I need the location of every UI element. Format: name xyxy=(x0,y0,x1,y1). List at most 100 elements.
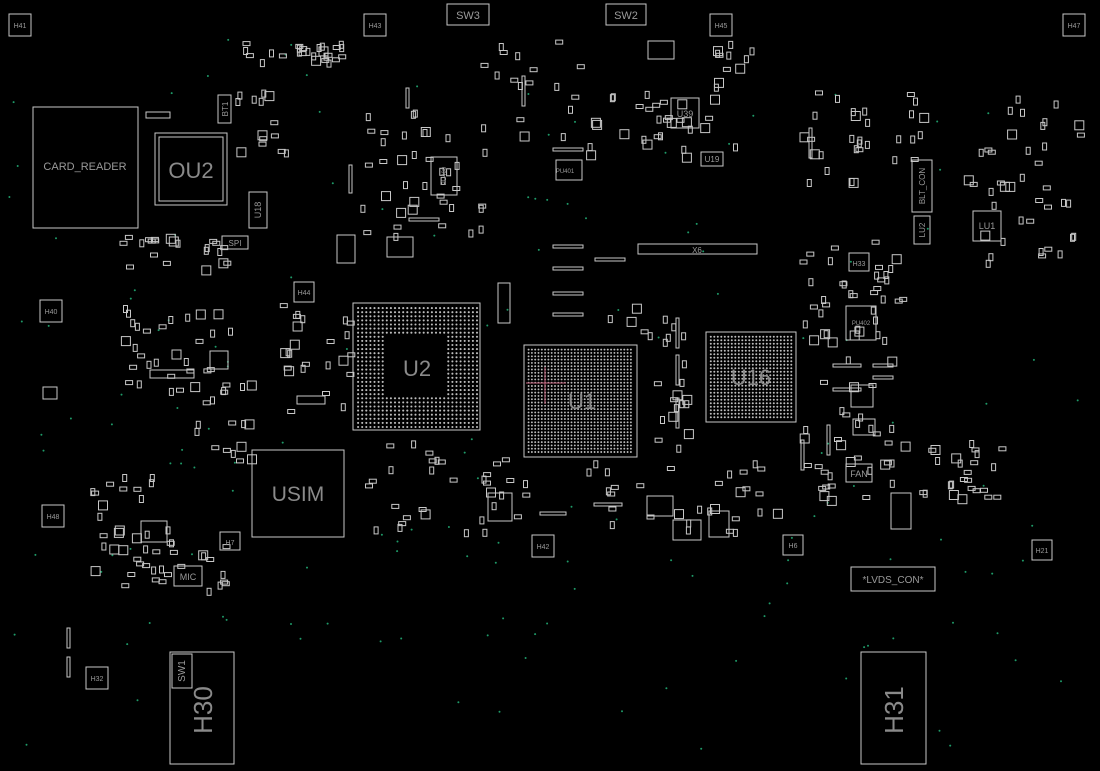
bga-ball xyxy=(741,339,744,342)
bga-ball xyxy=(550,358,553,361)
bga-ball xyxy=(369,389,372,392)
smd-pad xyxy=(137,353,146,359)
bga-ball xyxy=(361,397,364,400)
bga-ball xyxy=(758,374,761,377)
bga-ball xyxy=(557,451,560,453)
bga-ball xyxy=(570,371,573,374)
bga-ball xyxy=(410,331,413,334)
bga-ball xyxy=(447,409,450,412)
smd-pad xyxy=(676,117,685,123)
bga-ball xyxy=(447,343,450,347)
card-reader-outline xyxy=(32,106,139,229)
bga-ball xyxy=(385,319,388,322)
bga-ball xyxy=(603,394,606,397)
bga-ball xyxy=(748,353,751,356)
via xyxy=(176,407,179,409)
bga-ball xyxy=(544,411,547,414)
bga-ball xyxy=(603,404,606,407)
bga-ball xyxy=(790,395,793,398)
bga-ball xyxy=(613,431,616,434)
bga-ball xyxy=(381,331,384,334)
bga-ball xyxy=(361,319,364,322)
bga-ball xyxy=(626,444,629,447)
smd-pad xyxy=(176,387,184,393)
bga-ball xyxy=(723,402,726,405)
bga-ball xyxy=(439,319,442,322)
smd-pad xyxy=(228,327,233,336)
smd-pad xyxy=(324,52,333,58)
smd-pad xyxy=(365,483,373,489)
bga-ball xyxy=(593,421,596,424)
label-h48: H48 xyxy=(47,514,60,521)
bga-ball xyxy=(365,335,368,338)
bga-ball xyxy=(600,358,603,361)
bga-ball xyxy=(369,425,372,429)
bga-ball xyxy=(616,391,619,394)
bga-ball xyxy=(734,346,737,349)
bga-ball xyxy=(459,389,462,392)
bga-ball xyxy=(587,371,589,374)
via xyxy=(100,570,103,573)
bga-ball xyxy=(623,351,626,354)
bga-ball xyxy=(530,401,533,404)
via xyxy=(497,541,500,544)
bga-ball xyxy=(475,389,479,392)
bga-ball xyxy=(590,408,593,411)
bga-ball xyxy=(596,441,599,444)
label-pu400: PU400 xyxy=(442,166,448,185)
via xyxy=(585,217,587,220)
bga-ball xyxy=(580,358,583,361)
smd-pad xyxy=(162,260,171,266)
bga-ball xyxy=(547,418,550,420)
bga-ball xyxy=(779,377,782,380)
bga-ball xyxy=(587,444,589,447)
bga-ball xyxy=(769,342,772,345)
bga-ball xyxy=(600,441,603,444)
bga-ball xyxy=(544,348,547,351)
bga-ball xyxy=(606,408,609,411)
bga-ball xyxy=(765,339,768,342)
bga-ball xyxy=(587,358,589,361)
smd-pad xyxy=(134,322,140,331)
bga-ball xyxy=(385,323,388,326)
bga-ball xyxy=(580,388,583,391)
smd-pad xyxy=(440,176,446,185)
bga-ball xyxy=(748,409,751,412)
bga-ball xyxy=(577,381,580,384)
bga-ball xyxy=(530,365,533,368)
bga-ball xyxy=(580,424,583,427)
smd-pad xyxy=(899,296,908,302)
bga-ball xyxy=(406,307,409,310)
smd-pad xyxy=(379,159,388,164)
bga-ball xyxy=(463,319,466,322)
bga-ball xyxy=(393,331,397,334)
bga-ball xyxy=(600,375,603,378)
bga-ball xyxy=(381,319,384,322)
smd-pad xyxy=(151,566,157,575)
bga-ball xyxy=(737,391,740,394)
bga-ball xyxy=(471,401,474,404)
bga-ball xyxy=(772,377,775,380)
bga-ball xyxy=(709,370,712,373)
bga-ball xyxy=(720,384,723,387)
bga-ball xyxy=(373,327,376,330)
via xyxy=(169,462,172,465)
bga-ball xyxy=(567,447,570,450)
smd-pad xyxy=(652,102,661,108)
bga-ball xyxy=(361,384,364,388)
bga-ball xyxy=(547,355,550,358)
bga-ball xyxy=(527,447,530,450)
bga-ball xyxy=(537,451,540,453)
bga-ball xyxy=(613,418,616,420)
bga-ball xyxy=(547,427,550,430)
bga-ball xyxy=(410,409,413,412)
bga-ball xyxy=(577,371,580,374)
via xyxy=(534,633,537,636)
bga-ball xyxy=(455,413,458,416)
bga-ball xyxy=(786,405,789,408)
bga-ball xyxy=(737,367,740,370)
bga-ball xyxy=(727,395,730,398)
bga-ball xyxy=(583,427,586,430)
bga-ball xyxy=(744,381,747,384)
bga-ball xyxy=(713,339,716,342)
